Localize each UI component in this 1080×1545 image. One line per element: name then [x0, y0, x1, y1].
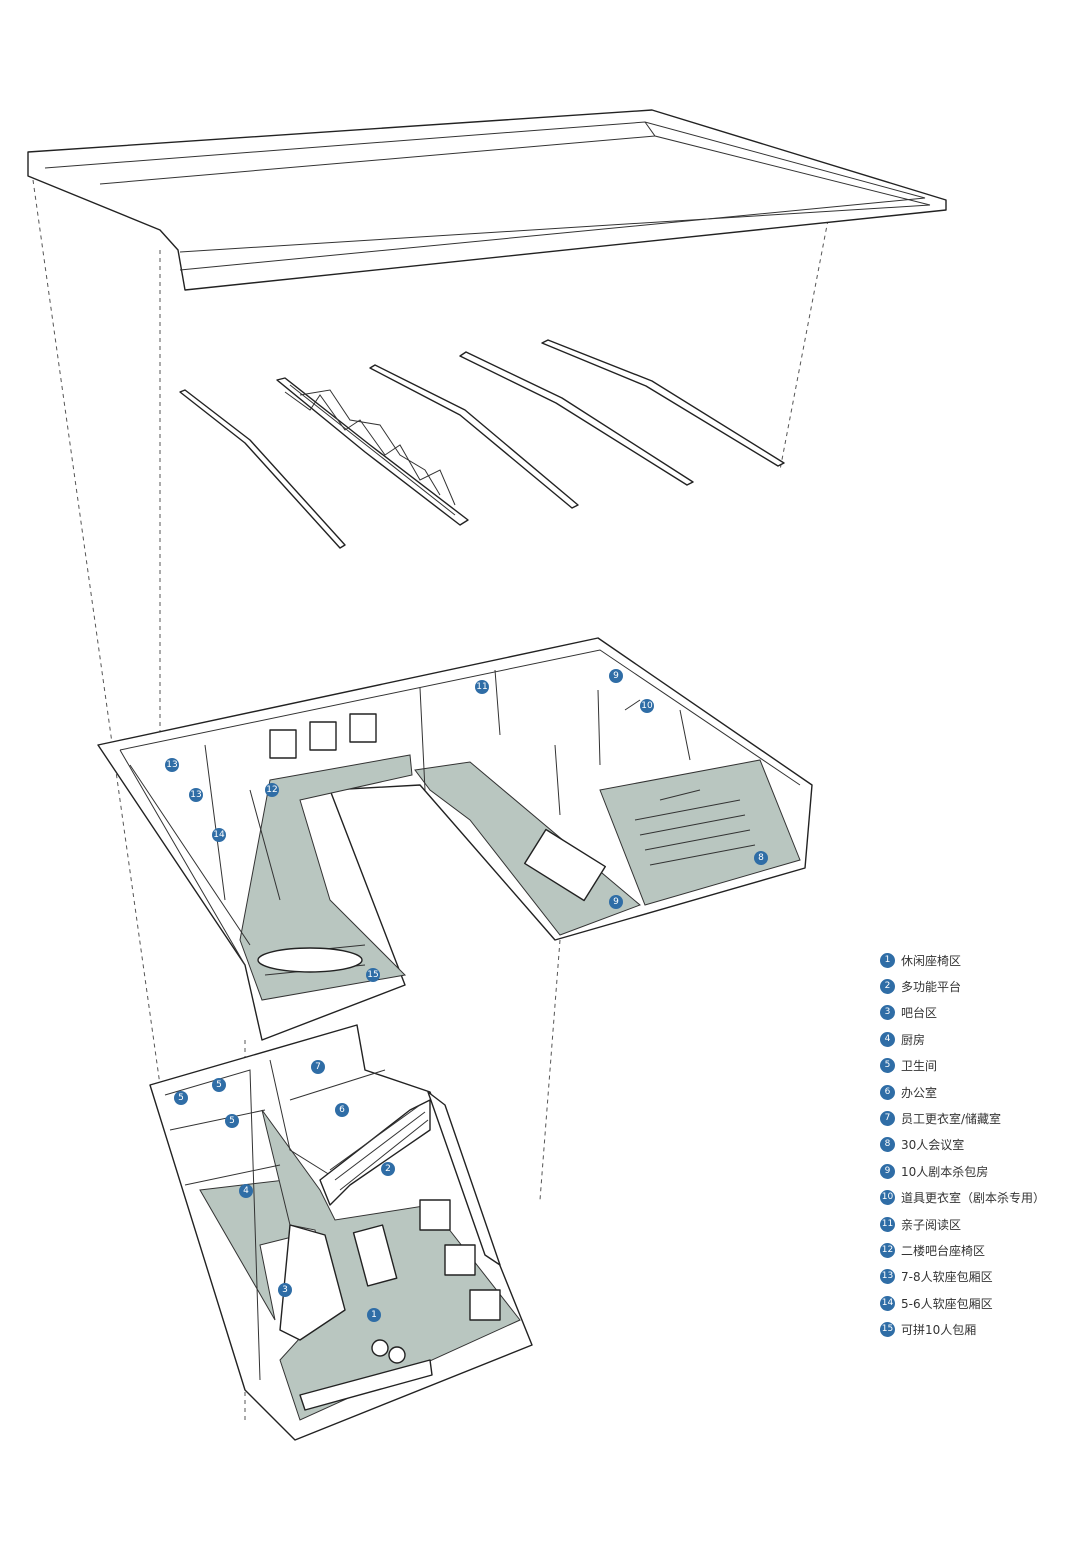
svg-text:4: 4 [243, 1186, 249, 1196]
area-marker: 13 [189, 788, 203, 802]
svg-text:12: 12 [266, 785, 277, 795]
legend-item: 3 吧台区 [880, 1000, 1070, 1026]
svg-text:5: 5 [178, 1093, 184, 1103]
svg-text:10: 10 [641, 701, 653, 711]
area-marker: 2 [381, 1162, 395, 1176]
upper-floor [97, 637, 813, 1041]
svg-text:3: 3 [282, 1285, 288, 1295]
area-marker: 15 [366, 968, 380, 982]
svg-text:13: 13 [166, 760, 177, 770]
legend-number: 12 [880, 1242, 895, 1258]
legend-number: 14 [880, 1295, 895, 1311]
area-marker: 11 [475, 680, 489, 694]
legend-item: 15 可拼10人包厢 [880, 1316, 1070, 1342]
svg-text:9: 9 [613, 671, 619, 681]
legend-label: 厨房 [901, 1032, 926, 1047]
area-marker: 12 [265, 783, 279, 797]
legend-item: 11 亲子阅读区 [880, 1211, 1070, 1237]
legend-item: 8 30人会议室 [880, 1132, 1070, 1158]
legend-number: 1 [880, 952, 895, 968]
legend-number: 4 [880, 1031, 895, 1047]
svg-text:1: 1 [371, 1310, 377, 1320]
svg-text:15: 15 [367, 970, 378, 980]
svg-text:13: 13 [190, 790, 201, 800]
legend-label: 道具更衣室（剧本杀专用） [901, 1191, 1046, 1206]
legend-label: 卫生间 [901, 1059, 938, 1074]
legend-item: 14 5-6人软座包厢区 [880, 1290, 1070, 1316]
legend-item: 6 办公室 [880, 1079, 1070, 1105]
area-marker: 10 [640, 699, 654, 713]
legend-number: 9 [880, 1163, 895, 1179]
legend-item: 2 多功能平台 [880, 973, 1070, 999]
area-marker: 4 [239, 1184, 253, 1198]
legend-label: 7-8人软座包厢区 [901, 1270, 993, 1285]
legend-label: 休闲座椅区 [901, 953, 962, 968]
svg-text:6: 6 [339, 1105, 345, 1115]
legend-item: 7 员工更衣室/储藏室 [880, 1105, 1070, 1131]
area-marker: 9 [609, 669, 623, 683]
svg-text:14: 14 [213, 830, 225, 840]
legend-label: 30人会议室 [901, 1138, 965, 1153]
legend-label: 多功能平台 [901, 980, 962, 995]
svg-text:7: 7 [315, 1062, 321, 1072]
area-marker: 5 [225, 1114, 239, 1128]
area-marker: 6 [335, 1103, 349, 1117]
legend-number: 13 [880, 1269, 895, 1285]
legend-label: 员工更衣室/储藏室 [901, 1112, 1002, 1127]
area-marker: 14 [212, 828, 226, 842]
lower-floor [149, 1024, 533, 1441]
area-marker: 13 [165, 758, 179, 772]
legend: 1 休闲座椅区 2 多功能平台 3 吧台区 4 厨房 5 卫生间 6 办公室 7 员工更衣室/… [880, 947, 1070, 1343]
legend-number: 7 [880, 1111, 895, 1127]
legend-label: 5-6人软座包厢区 [901, 1296, 993, 1311]
area-marker: 1 [367, 1308, 381, 1322]
legend-item: 4 厨房 [880, 1026, 1070, 1052]
legend-item: 12 二楼吧台座椅区 [880, 1237, 1070, 1263]
legend-item: 13 7-8人软座包厢区 [880, 1264, 1070, 1290]
legend-number: 3 [880, 1005, 895, 1021]
svg-text:5: 5 [216, 1080, 222, 1090]
legend-label: 吧台区 [901, 1006, 938, 1021]
roof-beams [179, 339, 785, 549]
legend-item: 1 休闲座椅区 [880, 947, 1070, 973]
roof [27, 109, 947, 291]
legend-number: 11 [880, 1216, 895, 1232]
area-marker: 5 [212, 1078, 226, 1092]
legend-number: 8 [880, 1137, 895, 1153]
area-marker: 8 [754, 851, 768, 865]
svg-text:9: 9 [613, 897, 619, 907]
svg-text:2: 2 [385, 1164, 391, 1174]
legend-label: 10人剧本杀包房 [901, 1164, 989, 1179]
legend-number: 6 [880, 1084, 895, 1100]
legend-item: 10 道具更衣室（剧本杀专用） [880, 1185, 1070, 1211]
legend-number: 15 [880, 1322, 895, 1338]
legend-number: 5 [880, 1058, 895, 1074]
legend-item: 9 10人剧本杀包房 [880, 1158, 1070, 1184]
svg-text:11: 11 [476, 682, 487, 692]
legend-label: 办公室 [901, 1085, 938, 1100]
legend-label: 亲子阅读区 [901, 1217, 962, 1232]
svg-text:5: 5 [229, 1116, 235, 1126]
upper-floor-markers: 13 13 12 14 15 11 9 10 8 9 [165, 669, 768, 982]
legend-label: 二楼吧台座椅区 [901, 1243, 986, 1258]
lower-floor-markers: 5 5 5 7 6 4 2 3 1 [174, 1060, 395, 1322]
area-marker: 3 [278, 1283, 292, 1297]
area-marker: 9 [609, 895, 623, 909]
area-marker: 7 [311, 1060, 325, 1074]
legend-number: 10 [880, 1190, 895, 1206]
legend-label: 可拼10人包厢 [901, 1323, 977, 1338]
legend-number: 2 [880, 979, 895, 995]
area-marker: 5 [174, 1091, 188, 1105]
projection-lines [32, 179, 829, 1420]
svg-text:8: 8 [758, 853, 764, 863]
legend-item: 5 卫生间 [880, 1053, 1070, 1079]
